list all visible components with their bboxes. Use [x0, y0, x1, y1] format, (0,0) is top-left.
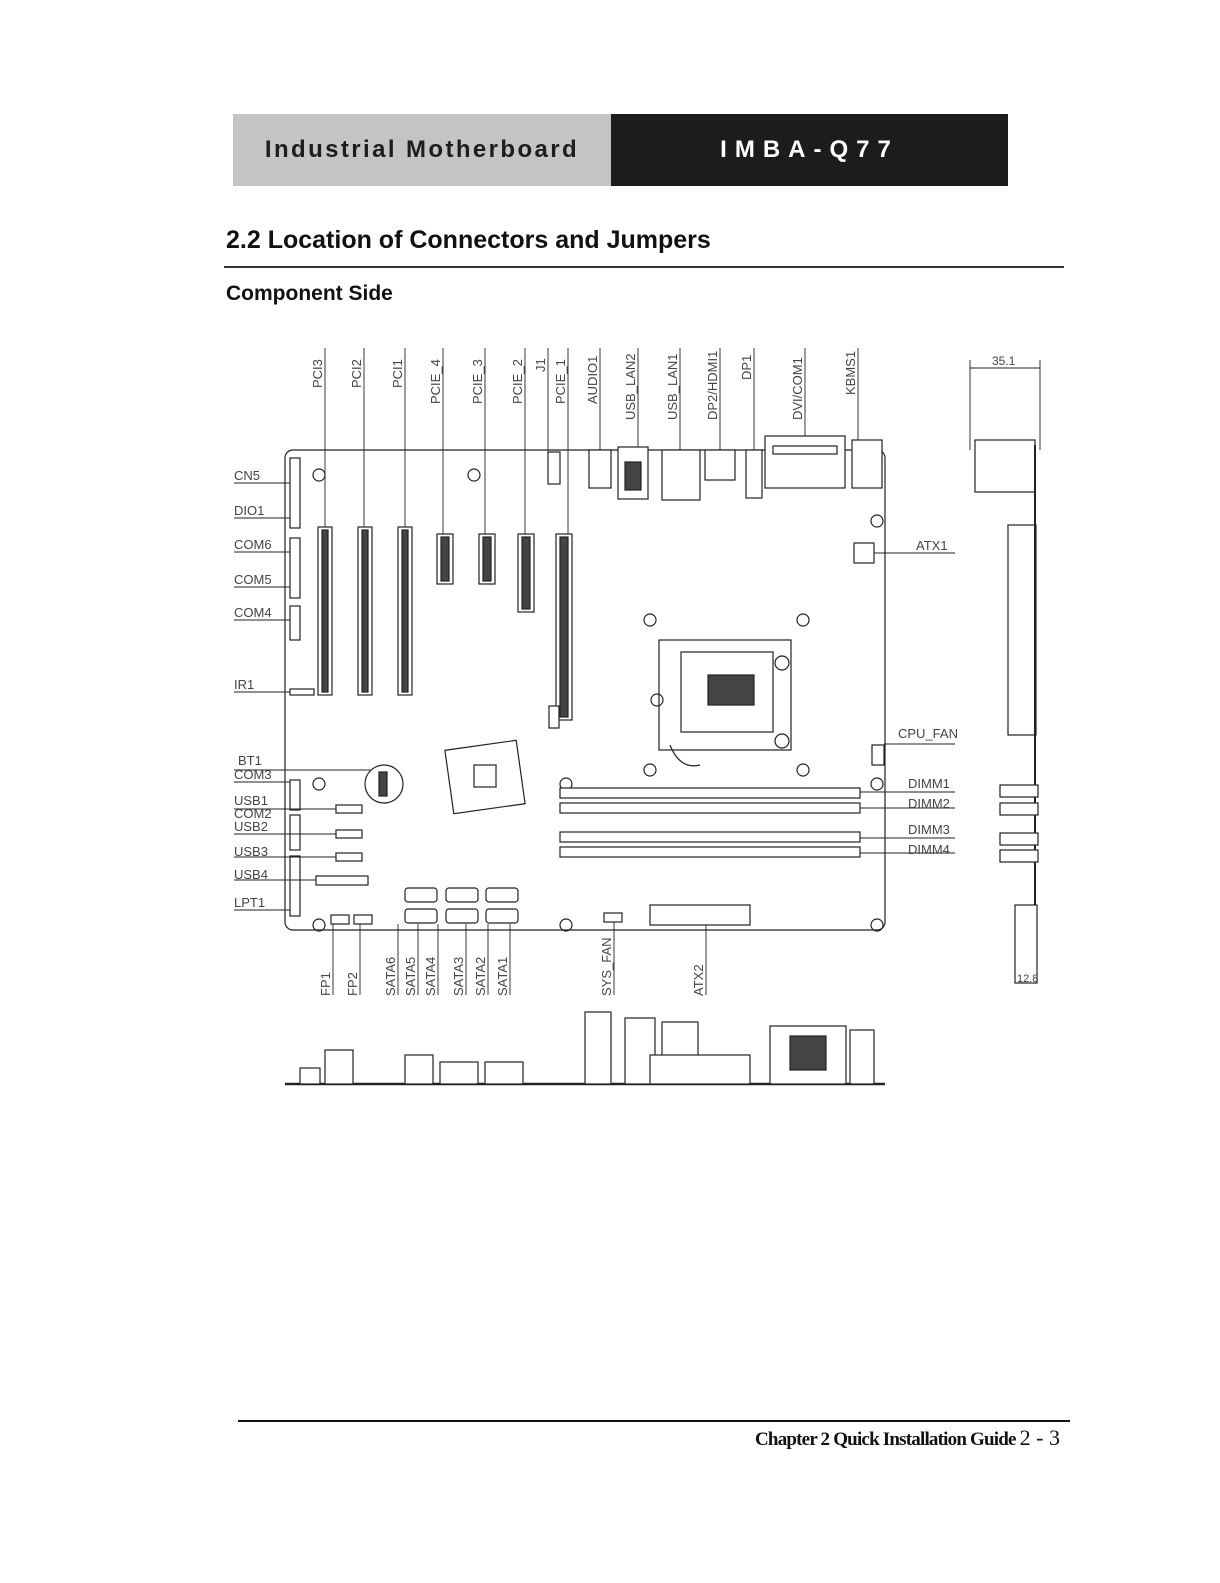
label-com2: COM2 — [234, 806, 272, 821]
label-atx1: ATX1 — [916, 538, 948, 553]
header-model: IMBA-Q77 — [611, 114, 1008, 186]
label-com4: COM4 — [234, 605, 272, 620]
label-pcie3: PCIE_3 — [470, 359, 485, 404]
label-dp1: DP1 — [739, 355, 754, 380]
board-outline — [284, 449, 886, 931]
label-fp1: FP1 — [318, 972, 333, 996]
label-pci1: PCI1 — [390, 359, 405, 388]
label-dimm3: DIMM3 — [908, 822, 950, 837]
page-number: 2 - 3 — [1019, 1425, 1060, 1450]
label-sata4: SATA4 — [423, 957, 438, 996]
label-pcie1: PCIE_1 — [553, 359, 568, 404]
label-com6: COM6 — [234, 537, 272, 552]
label-dvi-com1: DVI/COM1 — [790, 357, 805, 420]
section-divider — [224, 266, 1064, 268]
label-pcie4: PCIE_4 — [428, 359, 443, 404]
label-com5: COM5 — [234, 572, 272, 587]
label-dp2-hdmi1: DP2/HDMI1 — [705, 351, 720, 420]
label-atx2: ATX2 — [691, 964, 706, 996]
header-product-line: Industrial Motherboard — [233, 114, 611, 186]
label-sys-fan: SYS_FAN — [599, 937, 614, 996]
label-sata5: SATA5 — [403, 957, 418, 996]
label-ir1: IR1 — [234, 677, 254, 692]
label-dimm1: DIMM1 — [908, 776, 950, 791]
label-pci2: PCI2 — [349, 359, 364, 388]
label-dimm2: DIMM2 — [908, 796, 950, 811]
label-usb-lan1: USB_LAN1 — [665, 354, 680, 420]
label-fp2: FP2 — [345, 972, 360, 996]
subsection-title: Component Side — [226, 282, 393, 305]
label-sata3: SATA3 — [451, 957, 466, 996]
label-cn5: CN5 — [234, 468, 260, 483]
label-usb4: USB4 — [234, 867, 268, 882]
label-com3: COM3 — [234, 767, 272, 782]
label-usb-lan2: USB_LAN2 — [623, 354, 638, 420]
label-kbms1: KBMS1 — [843, 351, 858, 395]
label-audio1: AUDIO1 — [585, 356, 600, 404]
label-j1: J1 — [533, 358, 548, 372]
footer-chapter: Chapter 2 Quick Installation Guide — [755, 1429, 1016, 1450]
label-lpt1: LPT1 — [234, 895, 265, 910]
label-bt1: BT1 — [238, 753, 262, 768]
label-pci3: PCI3 — [310, 359, 325, 388]
label-usb3: USB3 — [234, 844, 268, 859]
header-product-line-text: Industrial Motherboard — [264, 136, 580, 163]
footer-divider — [238, 1420, 1070, 1422]
label-dio1: DIO1 — [234, 503, 264, 518]
label-dimm4: DIMM4 — [908, 842, 950, 857]
front-view — [285, 1011, 885, 1086]
label-usb1: USB1 — [234, 793, 268, 808]
label-sata1: SATA1 — [495, 957, 510, 996]
dim-side-height: 12.8 — [1017, 973, 1038, 985]
label-sata6: SATA6 — [383, 957, 398, 996]
dim-side-width: 35.1 — [992, 354, 1016, 368]
header-model-text: IMBA-Q77 — [720, 136, 899, 163]
side-view: 35.1 12.8 — [969, 354, 1041, 985]
label-cpu-fan: CPU_FAN — [898, 726, 958, 741]
section-title: 2.2 Location of Connectors and Jumpers — [226, 226, 711, 254]
label-pcie2: PCIE_2 — [510, 359, 525, 404]
label-sata2: SATA2 — [473, 957, 488, 996]
label-usb2: USB2 — [234, 819, 268, 834]
